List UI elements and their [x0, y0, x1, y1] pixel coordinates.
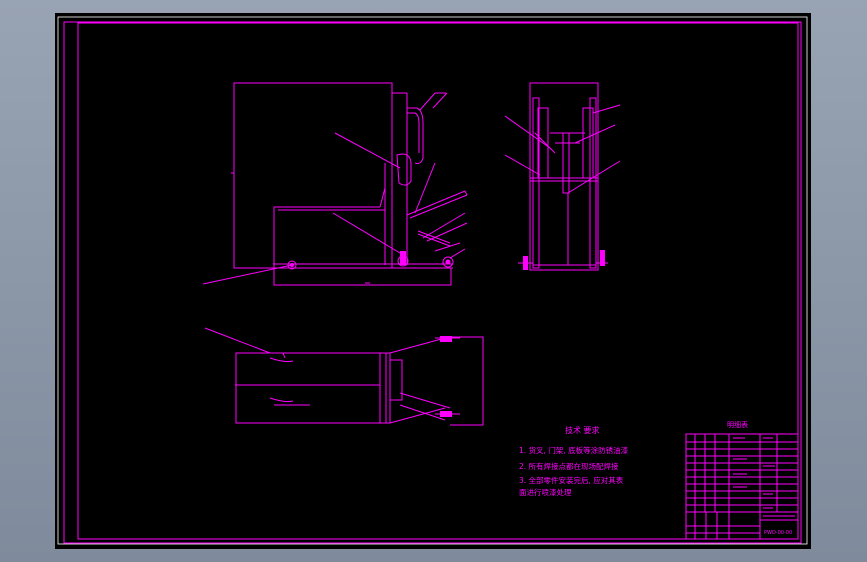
parts-list: 明细表 PWD-00-00 [685, 420, 799, 540]
cad-drawing: 技术 要求 1. 货叉, 门架, 底板等涂防锈油漆 2. 所有焊接点都在现场配焊… [57, 16, 808, 545]
tech-requirement-3: 3. 全部零件安装完后, 应对其表 [519, 475, 624, 485]
tech-requirement-2: 2. 所有焊接点都在现场配焊接 [519, 461, 619, 471]
side-view [504, 82, 621, 271]
outer-frame [57, 16, 808, 545]
cad-viewport[interactable]: 技术 要求 1. 货叉, 门架, 底板等涂防锈油漆 2. 所有焊接点都在现场配焊… [55, 13, 811, 549]
tech-requirements: 技术 要求 1. 货叉, 门架, 底板等涂防锈油漆 2. 所有焊接点都在现场配焊… [519, 425, 629, 497]
drawing-number: PWD-00-00 [764, 530, 792, 536]
top-view [204, 327, 484, 426]
tech-requirements-title: 技术 要求 [565, 425, 600, 435]
front-view [202, 82, 468, 286]
tech-requirement-1: 1. 货叉, 门架, 底板等涂防锈油漆 [519, 445, 629, 455]
parts-list-title: 明细表 [727, 420, 748, 429]
drawing-border-outer [63, 21, 802, 544]
tech-requirement-4: 面进行喷漆处理 [519, 487, 572, 497]
drawing-border-inner [77, 22, 799, 540]
